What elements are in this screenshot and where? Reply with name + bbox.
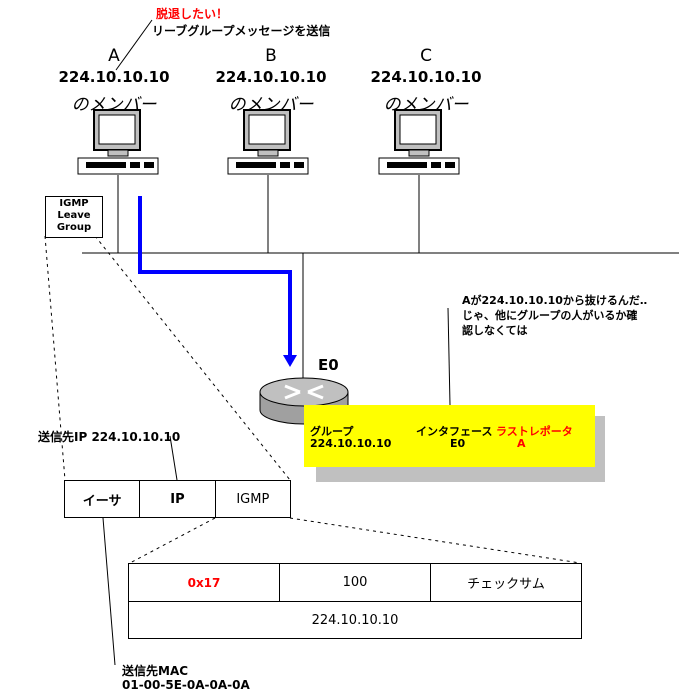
host-ip: 224.10.10.10: [370, 68, 482, 86]
router-interface-label: E0: [318, 356, 339, 374]
packet-checksum: チェックサム: [467, 577, 545, 592]
host-letter: C: [420, 46, 432, 66]
leave-line: Group: [56, 222, 92, 233]
leave-line: IGMP: [59, 198, 89, 209]
group-header: グループ: [310, 425, 354, 438]
callout-title: 脱退したい！: [156, 7, 229, 21]
leave-line: Leave: [57, 210, 91, 221]
last-reporter-header: ラストレポータ: [496, 425, 573, 438]
host-ip: 224.10.10.10: [58, 68, 170, 86]
frame-igmp: IGMP: [236, 491, 270, 507]
router-note: Aが224.10.10.10から抜けるんだ‥ じゃ、他にグループの人がいるか確 …: [462, 294, 648, 337]
igmp-leave-box: IGMP Leave Group: [45, 196, 103, 238]
last-reporter-value: A: [517, 437, 526, 450]
dest-ip-label: 送信先IP 224.10.10.10: [38, 430, 181, 444]
packet-group-address: 224.10.10.10: [311, 613, 399, 628]
host-letter: B: [265, 46, 277, 66]
frame-structure: イーサ IP IGMP: [64, 480, 291, 518]
group-table: グループ インタフェース ラストレポータ 224.10.10.10 E0 A: [304, 405, 595, 467]
group-value: 224.10.10.10: [310, 437, 392, 450]
packet-max-resp: 100: [280, 564, 431, 601]
dest-mac-value: 01-00-5E-0A-0A-0A: [122, 678, 250, 692]
flow-arrow: [138, 196, 292, 357]
note-pointer: [447, 307, 451, 406]
callout-pointer: [115, 19, 153, 71]
host-ip: 224.10.10.10: [215, 68, 327, 86]
packet-type: 0x17: [129, 564, 280, 601]
flow-arrowhead: [283, 355, 297, 367]
frame-ether: イーサ: [65, 481, 141, 517]
callout-subtitle: リーブグループメッセージを送信: [152, 24, 331, 38]
dest-mac-label: 送信先MAC: [122, 664, 189, 678]
host-letter: A: [108, 46, 120, 66]
frame-ip: IP: [140, 481, 216, 517]
igmp-packet: 0x17 100 チェックサム 224.10.10.10: [128, 563, 582, 639]
interface-header: インタフェース: [416, 425, 493, 438]
interface-value: E0: [450, 437, 466, 450]
